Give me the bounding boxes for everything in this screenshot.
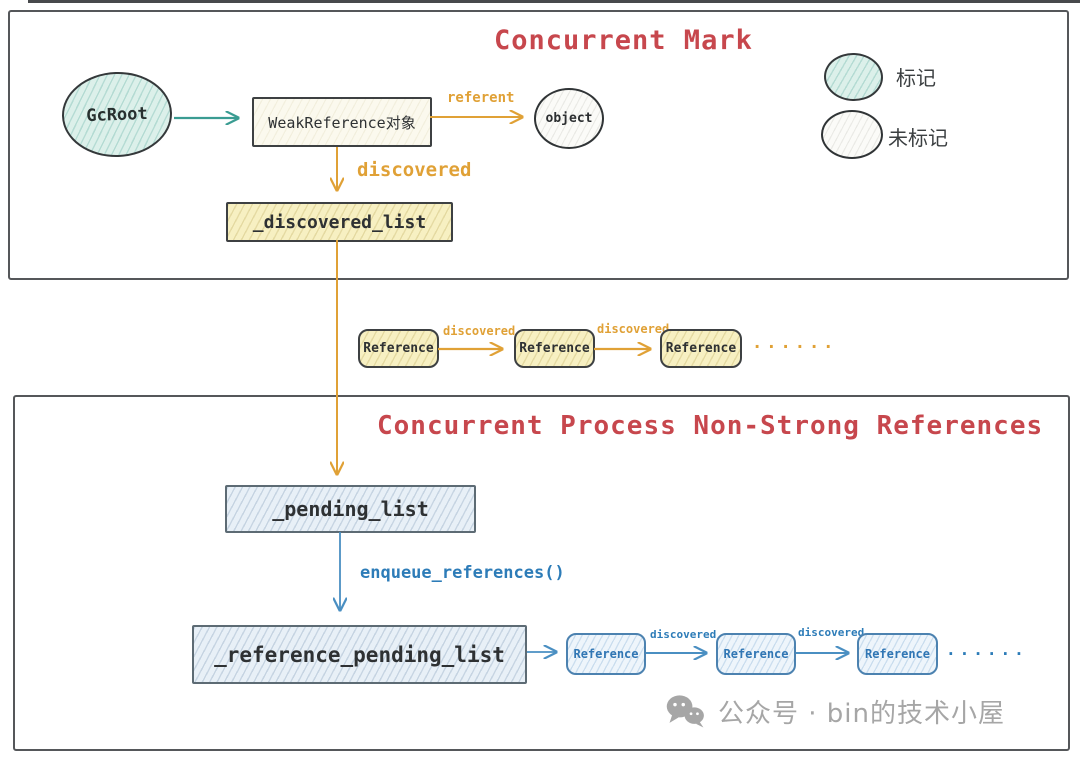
discovered-list-label: _discovered_list [252, 211, 427, 233]
reference-pending-list-node: _reference_pending_list [192, 625, 527, 684]
enqueue-references-label: enqueue_references() [360, 563, 565, 583]
wechat-icon [664, 692, 708, 730]
bottom-discovered-label-1: discovered [650, 628, 717, 641]
bottom-reference-node-2: Reference [716, 633, 796, 675]
watermark: 公众号 · bin的技术小屋 [664, 692, 1005, 730]
concurrent-mark-title: Concurrent Mark [494, 25, 753, 56]
legend-unmarked-label: 未标记 [888, 126, 948, 150]
bottom-reference-node-1: Reference [566, 633, 646, 675]
mid-chain-ellipsis: ...... [752, 333, 838, 353]
referent-edge-label: referent [447, 90, 515, 106]
reference-pending-list-label: _reference_pending_list [214, 642, 505, 667]
object-label: object [545, 111, 593, 126]
discovered-list-node: _discovered_list [226, 202, 453, 242]
discovered-edge-label: discovered [357, 159, 472, 181]
mid-discovered-label-2: discovered [597, 322, 670, 336]
concurrent-process-panel [13, 395, 1070, 751]
weak-reference-label: WeakReference对象 [268, 113, 416, 132]
legend-marked-label: 标记 [896, 66, 936, 90]
weak-reference-node: WeakReference对象 [252, 97, 432, 147]
pending-list-node: _pending_list [225, 485, 476, 533]
mid-reference-label-3: Reference [665, 341, 737, 356]
gcroot-label: GcRoot [85, 103, 149, 126]
mid-reference-label-1: Reference [363, 341, 434, 356]
bottom-reference-label-3: Reference [864, 647, 931, 661]
bottom-discovered-label-2: discovered [798, 626, 865, 639]
mid-discovered-label-1: discovered [443, 324, 516, 338]
mid-reference-node-3: Reference [660, 329, 742, 368]
bottom-chain-ellipsis: ...... [946, 640, 1028, 659]
mid-reference-label-2: Reference [519, 341, 590, 356]
object-node: object [534, 88, 604, 149]
mid-reference-node-2: Reference [514, 329, 595, 368]
legend-unmarked-circle [821, 110, 883, 159]
bottom-reference-label-1: Reference [573, 647, 639, 661]
bottom-reference-node-3: Reference [857, 633, 938, 675]
pending-list-label: _pending_list [272, 497, 429, 521]
watermark-text: 公众号 · bin的技术小屋 [718, 698, 1006, 729]
mid-reference-node-1: Reference [358, 329, 439, 368]
bottom-reference-label-2: Reference [723, 647, 789, 661]
top-edge-strip [28, 0, 1080, 3]
concurrent-mark-panel [8, 10, 1069, 280]
concurrent-process-title: Concurrent Process Non-Strong References [377, 411, 1044, 441]
